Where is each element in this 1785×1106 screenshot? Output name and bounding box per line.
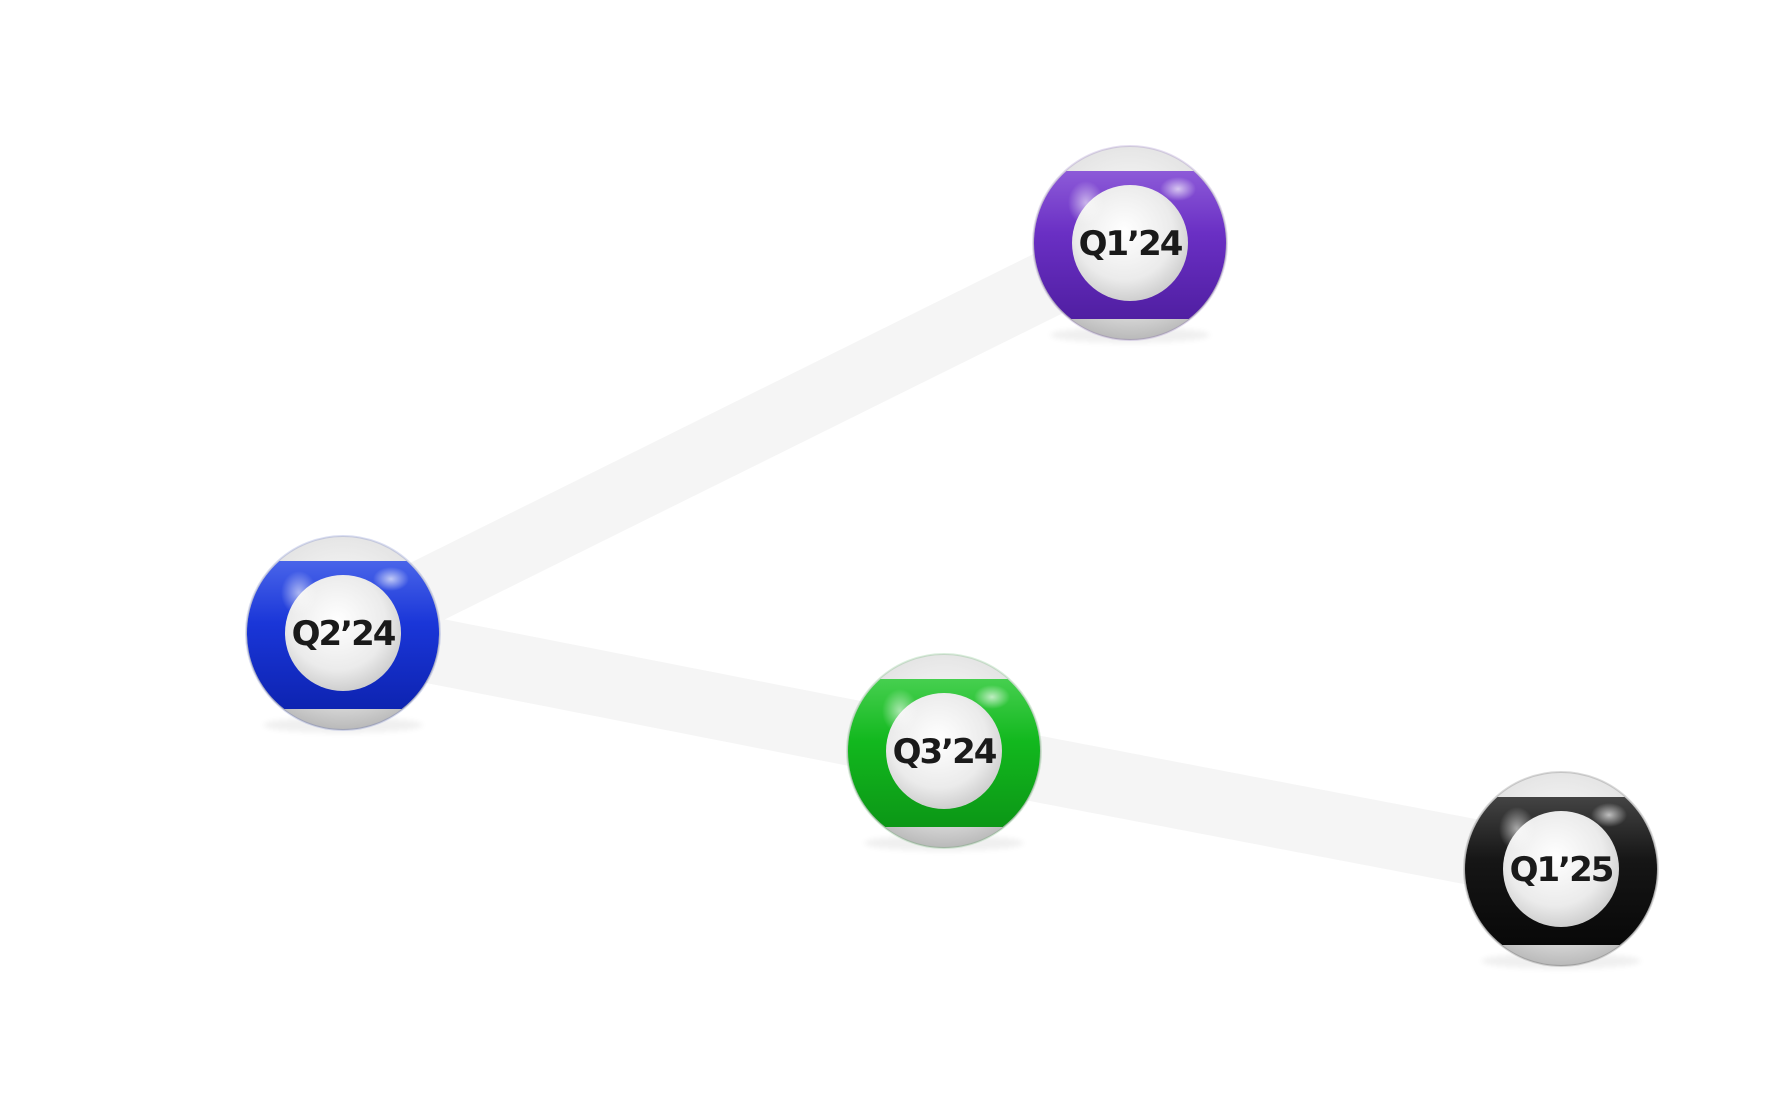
ball-q3-24[interactable]: Q3’24 xyxy=(846,653,1042,851)
connector-q1-24-to-q2-24 xyxy=(328,213,1145,663)
ball-label-q2-24: Q2’24 xyxy=(292,614,396,654)
connector-q2-24-to-q3-24 xyxy=(336,600,951,784)
connector-q3-24-to-q1-25 xyxy=(937,718,1568,902)
ball-label-q3-24: Q3’24 xyxy=(893,732,997,772)
ball-label-q1-24: Q1’24 xyxy=(1079,224,1183,264)
connector-layer xyxy=(328,213,1568,902)
ball-q1-25[interactable]: Q1’25 xyxy=(1463,771,1659,969)
ball-q2-24[interactable]: Q2’24 xyxy=(245,535,441,733)
ball-q1-24[interactable]: Q1’24 xyxy=(1032,145,1228,343)
ball-label-q1-25: Q1’25 xyxy=(1510,850,1613,890)
